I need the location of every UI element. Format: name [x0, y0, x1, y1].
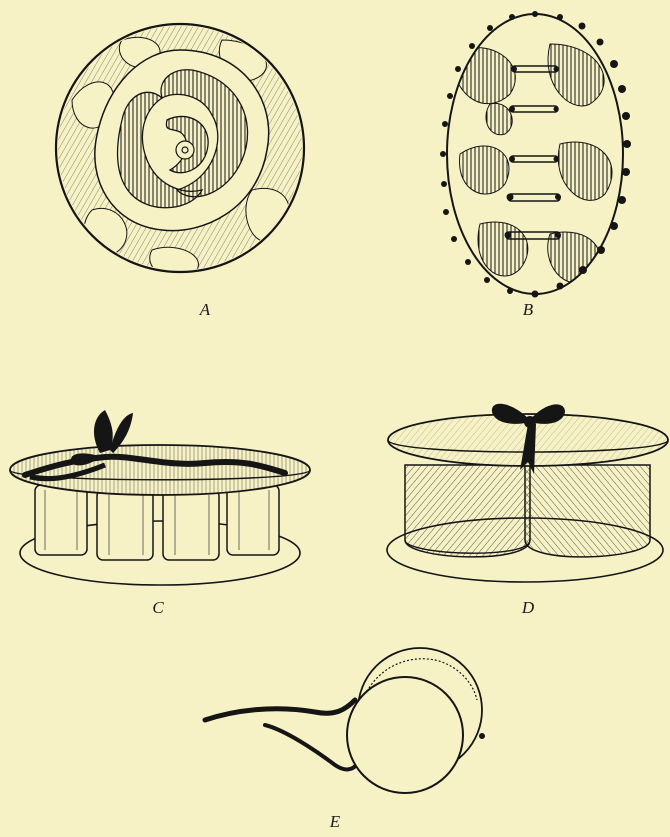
figure-d-label: D	[508, 598, 548, 618]
figure-b-oval-cover	[430, 4, 640, 304]
figure-a-label: A	[185, 300, 225, 320]
figure-a-circular-cover	[52, 10, 312, 300]
figure-c-spool-holder	[5, 395, 315, 595]
figure-c-label: C	[138, 598, 178, 618]
figure-b-label: B	[508, 300, 548, 320]
figure-e-label: E	[315, 812, 355, 832]
figure-d-wrapped-spool-holder	[380, 390, 670, 595]
figure-e-round-case	[195, 640, 495, 810]
